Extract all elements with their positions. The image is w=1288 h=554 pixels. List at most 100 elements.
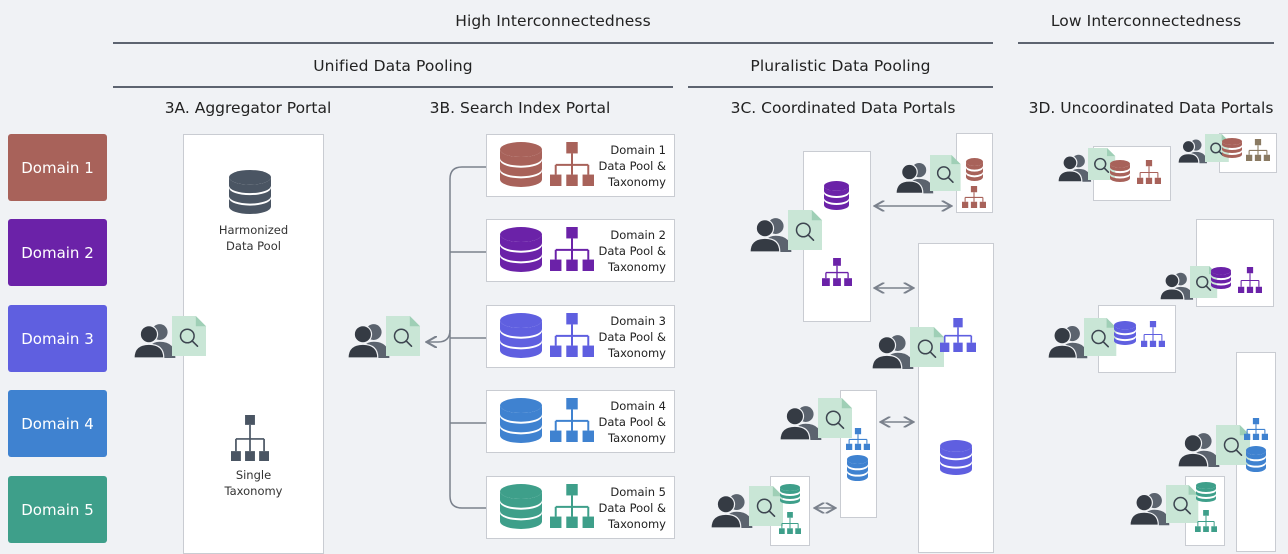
database-icon [500, 313, 542, 358]
database-icon [847, 455, 868, 481]
database-icon [1110, 160, 1130, 182]
card-domain-label: Domain 5 [610, 485, 666, 499]
domain-3-button[interactable]: Domain 3 [8, 305, 107, 372]
search-document-icon [749, 486, 783, 526]
search-document-icon [1166, 485, 1199, 524]
divider-low [1018, 42, 1274, 44]
card-domain-label: Domain 4 [610, 399, 666, 413]
card-domain-label: Domain 1 [610, 143, 666, 157]
taxonomy-icon [1244, 418, 1268, 440]
taxonomy-icon [550, 142, 594, 186]
card-taxonomy-label: Taxonomy [608, 346, 666, 360]
users-icon [779, 406, 822, 441]
header-high-interconnectedness: High Interconnectedness [455, 12, 651, 30]
title-uncoordinated-data-portals: 3D. Uncoordinated Data Portals [1028, 99, 1274, 117]
divider-pluralistic [688, 86, 993, 88]
database-icon [1246, 446, 1266, 472]
data-pool-label: Data Pool [226, 239, 281, 253]
taxonomy-icon [940, 318, 976, 352]
harmonized-data-pool-label: Harmonized Data Pool [183, 222, 324, 254]
users-icon [347, 324, 390, 359]
domain-4-button[interactable]: Domain 4 [8, 390, 107, 457]
users-icon [1159, 272, 1194, 301]
taxonomy-icon [550, 398, 594, 442]
taxonomy-icon [550, 313, 594, 357]
card-domain-label: Domain 3 [610, 314, 666, 328]
card-domain-label: Domain 2 [610, 228, 666, 242]
users-icon [710, 494, 753, 529]
users-icon [895, 162, 934, 194]
coordinated-portal-domain-3 [918, 243, 994, 553]
users-icon [871, 335, 914, 370]
taxonomy-icon [846, 428, 870, 450]
search-document-icon [788, 210, 822, 250]
taxonomy-icon [1137, 160, 1161, 184]
card-pool-label: Data Pool & [598, 415, 666, 429]
card-pool-label: Data Pool & [598, 330, 666, 344]
card-taxonomy-label: Taxonomy [608, 517, 666, 531]
database-icon [1211, 267, 1231, 289]
taxonomy-icon [1246, 139, 1270, 161]
database-icon [940, 440, 972, 475]
search-document-icon [386, 316, 420, 356]
users-icon [133, 324, 176, 359]
search-document-icon [818, 398, 852, 438]
database-icon [500, 227, 542, 272]
database-icon [1196, 482, 1216, 502]
header-low-interconnectedness: Low Interconnectedness [1050, 12, 1242, 30]
domain-1-button[interactable]: Domain 1 [8, 134, 107, 201]
card-taxonomy-label: Taxonomy [608, 175, 666, 189]
title-aggregator-portal: 3A. Aggregator Portal [164, 99, 332, 117]
taxonomy-label: Taxonomy [224, 484, 283, 498]
card-pool-label: Data Pool & [598, 501, 666, 515]
taxonomy-icon [1238, 267, 1262, 293]
database-icon [1114, 321, 1136, 345]
single-taxonomy-label: Single Taxonomy [183, 467, 324, 499]
search-index-bracket [428, 166, 486, 509]
search-document-icon [172, 316, 206, 356]
taxonomy-icon [1195, 510, 1217, 532]
taxonomy-icon [231, 415, 269, 461]
database-icon [500, 398, 542, 443]
search-document-icon [1084, 318, 1117, 357]
title-coordinated-data-portals: 3C. Coordinated Data Portals [730, 99, 956, 117]
coordination-arrows [816, 206, 950, 508]
card-pool-label: Data Pool & [598, 244, 666, 258]
aggregator-portal-panel [183, 134, 324, 554]
database-icon [1222, 138, 1242, 158]
taxonomy-icon [1141, 321, 1165, 347]
header-unified-data-pooling: Unified Data Pooling [313, 57, 473, 75]
taxonomy-icon [779, 512, 801, 534]
harmonized-label: Harmonized [218, 223, 289, 237]
divider-unified [113, 86, 673, 88]
search-document-icon [1216, 425, 1250, 465]
card-taxonomy-label: Taxonomy [608, 260, 666, 274]
search-document-icon [910, 327, 944, 367]
divider-high [113, 42, 993, 44]
users-icon [1057, 154, 1092, 183]
search-document-icon [930, 155, 961, 192]
database-icon [966, 158, 983, 181]
users-icon [749, 218, 792, 253]
domain-5-button[interactable]: Domain 5 [8, 476, 107, 543]
card-taxonomy-label: Taxonomy [608, 431, 666, 445]
card-pool-label: Data Pool & [598, 159, 666, 173]
users-icon [1129, 492, 1170, 526]
taxonomy-icon [550, 484, 594, 528]
database-icon [500, 484, 542, 529]
title-search-index-portal: 3B. Search Index Portal [429, 99, 611, 117]
taxonomy-icon [550, 227, 594, 271]
users-icon [1177, 139, 1207, 164]
users-icon [1177, 433, 1220, 468]
users-icon [1047, 325, 1088, 359]
database-icon [824, 181, 849, 210]
search-document-icon [1088, 148, 1116, 181]
database-icon [229, 170, 271, 214]
taxonomy-icon [962, 186, 986, 208]
single-label: Single [235, 468, 272, 482]
database-icon [500, 142, 542, 187]
database-icon [780, 484, 800, 504]
taxonomy-icon [822, 258, 852, 286]
domain-2-button[interactable]: Domain 2 [8, 219, 107, 286]
